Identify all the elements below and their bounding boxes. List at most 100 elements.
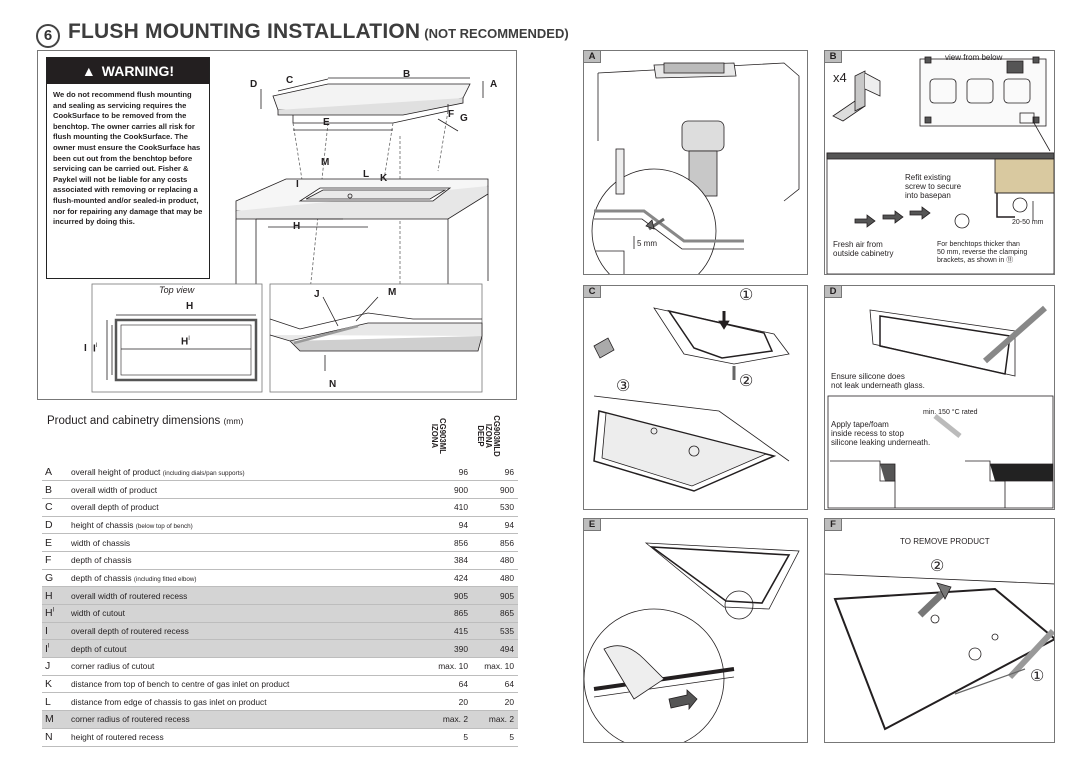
section-header: 6 FLUSH MOUNTING INSTALLATION (NOT RECOM… (36, 20, 569, 48)
detail-label-n: N (329, 379, 337, 390)
panel-a-dim-text: 5 mm (637, 239, 657, 248)
dim-letter-d: D (250, 79, 258, 90)
warning-icon: ▲ (81, 63, 96, 79)
row-description: overall depth of product (71, 498, 422, 517)
panel-e-label: E (584, 519, 601, 531)
panel-f-step1: ① (1030, 668, 1045, 685)
dim-letter-a: A (490, 79, 498, 90)
panel-b-qty: x4 (833, 70, 847, 85)
panel-b-refit-text: Refit existing screw to secure into base… (905, 173, 962, 200)
row-value-cg903ml: 865 (422, 604, 472, 623)
row-value-cg903mld: 20 (472, 692, 518, 712)
row-value-cg903ml: 64 (422, 675, 472, 694)
row-value-cg903ml: 384 (422, 551, 472, 570)
row-description: overall width of routered recess (71, 586, 422, 605)
dim-letter-k: K (380, 173, 388, 184)
panel-b: view from below x4 Refit existing screw … (824, 50, 1055, 275)
row-value-cg903ml: max. 2 (422, 710, 472, 729)
dim-letter-b: B (403, 69, 411, 80)
smoothing-illustration (584, 542, 800, 742)
dim-letter-c: C (286, 75, 294, 86)
row-description: corner radius of cutout (71, 657, 422, 676)
panel-d: Ensure silicone does not leak underneath… (824, 285, 1055, 510)
router-illustration (591, 62, 800, 274)
detail-label-m: M (388, 287, 397, 298)
top-view-caption: Top view (159, 285, 195, 295)
removal-illustration (825, 573, 1054, 731)
warning-header: ▲ WARNING! (47, 58, 209, 84)
row-description: depth of chassis (including fitted elbow… (71, 569, 422, 588)
row-description: height of routered recess (71, 728, 422, 747)
section-title: FLUSH MOUNTING INSTALLATION (68, 20, 421, 43)
row-value-cg903mld: 530 (472, 498, 518, 517)
row-value-cg903mld: 5 (472, 728, 518, 747)
installation-diagram-frame: D C B A E F G M L K I H H HI I II J M N … (37, 50, 517, 400)
row-value-cg903mld: 480 (472, 551, 518, 570)
row-description: height of chassis (below top of bench) (71, 516, 422, 535)
cooktop-cabinet-diagram (91, 77, 489, 393)
row-value-cg903mld: 494 (472, 639, 518, 659)
row-description: overall depth of routered recess (71, 622, 422, 641)
row-letter: J (42, 657, 71, 676)
panel-a: 5 mm A (583, 50, 808, 275)
panel-f: TO REMOVE PRODUCT ② ① F (824, 518, 1055, 743)
row-letter: K (42, 675, 71, 694)
dim-letter-g: G (460, 113, 468, 124)
row-letter: L (42, 692, 71, 712)
row-value-cg903mld: 856 (472, 533, 518, 552)
row-value-cg903ml: 5 (422, 728, 472, 747)
row-letter: E (42, 533, 71, 552)
detail-label-j: J (314, 289, 320, 300)
panel-b-range: 20-50 mm (1012, 219, 1044, 226)
row-letter: N (42, 728, 71, 747)
panel-f-remove-text: TO REMOVE PRODUCT (900, 537, 990, 546)
topview-label-h1: HI (181, 336, 190, 348)
panel-a-label: A (584, 51, 601, 63)
row-description: depth of cutout (71, 639, 422, 659)
row-description: distance from top of bench to centre of … (71, 675, 422, 694)
panel-f-label: F (825, 519, 842, 531)
panel-b-note: For benchtops thicker than 50 mm, revers… (937, 241, 1028, 264)
row-description: width of chassis (71, 533, 422, 552)
row-value-cg903ml: 390 (422, 639, 472, 659)
row-letter: A (42, 463, 71, 482)
section-number: 6 (36, 23, 60, 48)
row-value-cg903mld: 64 (472, 675, 518, 694)
row-letter: B (42, 480, 71, 499)
row-description: depth of chassis (71, 551, 422, 570)
warning-box: ▲ WARNING! We do not recommend flush mou… (46, 57, 210, 279)
row-value-cg903mld: max. 10 (472, 657, 518, 676)
row-description: overall width of product (71, 480, 422, 499)
table-title: Product and cabinetry dimensions (mm) (47, 415, 244, 427)
silicone-illustration (827, 305, 1054, 509)
topview-label-i: I (84, 343, 87, 354)
row-value-cg903ml: 20 (422, 692, 472, 712)
column-header-cg903ml: CG903ML IZONA (430, 418, 447, 454)
row-letter: M (42, 710, 71, 729)
row-value-cg903ml: 96 (422, 463, 472, 482)
row-description: distance from edge of chassis to gas inl… (71, 692, 422, 712)
row-value-cg903ml: 415 (422, 622, 472, 641)
row-value-cg903ml: 905 (422, 586, 472, 605)
row-value-cg903ml: 856 (422, 533, 472, 552)
row-value-cg903mld: 865 (472, 604, 518, 623)
panel-e: E (583, 518, 808, 743)
row-description: overall height of product (including dia… (71, 463, 422, 482)
dim-letter-h: H (293, 221, 301, 232)
row-value-cg903ml: 424 (422, 569, 472, 588)
panel-c-step1: ① (739, 287, 754, 304)
row-letter: I (42, 622, 71, 641)
row-letter: F (42, 551, 71, 570)
tape-illustration (593, 307, 790, 492)
